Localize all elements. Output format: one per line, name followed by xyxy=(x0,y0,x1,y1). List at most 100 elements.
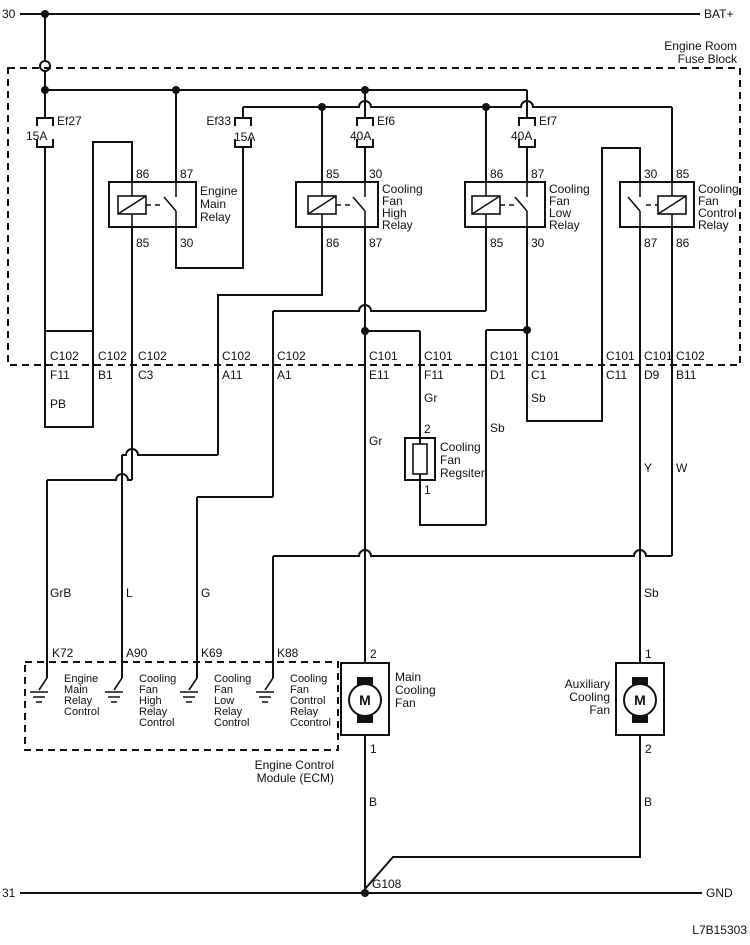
ecm-driver-a90: Cooling Fan High Relay Control xyxy=(105,673,176,729)
wire-e11-branch-to-f11-register xyxy=(365,330,421,444)
wire-color-gr-f11: Gr xyxy=(424,391,437,405)
relay-name-4: Relay xyxy=(698,218,729,232)
ecm-caption-2: Module (ECM) xyxy=(257,771,334,785)
relay-fan-control: 30 85 87 86 Cooling Fan Control Relay xyxy=(619,167,739,250)
relay-pin: 30 xyxy=(369,167,383,181)
relay-pin: 87 xyxy=(531,167,545,181)
wire-color-sb-d1: Sb xyxy=(490,421,505,435)
relay-engine-main: 86 87 85 30 Engine Main Relay xyxy=(108,167,238,250)
terminal-30-label: 30 xyxy=(2,7,16,21)
fuse-name: Ef6 xyxy=(377,114,395,128)
relay-name-4: Relay xyxy=(549,218,580,232)
relay-pin: 87 xyxy=(644,236,658,250)
relay-pin: 30 xyxy=(644,167,658,181)
relay-pin: 85 xyxy=(326,167,340,181)
wire-a11-to-a90 xyxy=(121,448,218,678)
fan-name-1: Auxiliary xyxy=(565,677,610,691)
ecm-pin-label: Cooling xyxy=(139,673,176,685)
connector-pin: A11 xyxy=(222,368,243,382)
fan-name-3: Fan xyxy=(589,703,610,717)
ecm-pin-id: K69 xyxy=(201,646,223,660)
ecm-pin-label: Cooling xyxy=(290,673,327,685)
wire-aux-fan-ground xyxy=(364,735,641,890)
relay-fan-low: 86 87 85 30 Cooling Fan Low Relay xyxy=(464,167,590,250)
junction-dot xyxy=(361,327,369,335)
ecm-pin-label: Main xyxy=(64,684,88,696)
relay-name-1: Cooling xyxy=(549,182,590,196)
junction-dot xyxy=(523,326,531,334)
ground-symbol xyxy=(256,677,274,703)
ground-symbol xyxy=(30,677,48,703)
fuse-rating: 40A xyxy=(511,129,532,143)
relay-name-3: Relay xyxy=(200,210,231,224)
relay-pin: 85 xyxy=(136,236,150,250)
connector-name: C101 xyxy=(424,349,453,363)
ecm-pin-label: Relay xyxy=(290,706,319,718)
ecm-pin-label: Relay xyxy=(214,706,243,718)
connector-name: C101 xyxy=(490,349,519,363)
ecm-pin-label: Fan xyxy=(214,684,233,696)
ecm-pin-id: K72 xyxy=(52,646,74,660)
motor-brush xyxy=(357,715,373,723)
wire-b1-to-main-relay-86 xyxy=(92,141,133,331)
relay-switch xyxy=(627,182,641,227)
connector-name: C102 xyxy=(676,349,705,363)
register-pin-bottom: 1 xyxy=(424,483,431,497)
relay-name-3: Control xyxy=(698,206,737,220)
wire-a1-to-k69 xyxy=(196,496,273,678)
wire-ef33-to-main-relay-30 xyxy=(175,147,244,269)
relay-pin: 30 xyxy=(531,236,545,250)
relay-pin: 87 xyxy=(369,236,383,250)
connector-name: C102 xyxy=(98,349,127,363)
relay-pin: 30 xyxy=(180,236,194,250)
relay-box xyxy=(464,181,546,228)
fuse-name: Ef33 xyxy=(206,114,231,128)
ecm-pin-label: Relay xyxy=(139,706,168,718)
connector-name: C102 xyxy=(138,349,167,363)
junction-dot xyxy=(361,889,369,897)
motor-m: M xyxy=(359,692,371,708)
ecm-pin-label: Control xyxy=(64,706,99,718)
ecm-pin-id: A90 xyxy=(126,646,148,660)
relay-pin: 86 xyxy=(676,236,690,250)
ecm-pin-label: Low xyxy=(214,695,234,707)
relay-coil-slash xyxy=(307,195,337,215)
relay-name-1: Engine xyxy=(200,184,238,198)
connector-pin: A1 xyxy=(277,368,292,382)
register-pin-top: 2 xyxy=(424,422,431,436)
ecm-pin-label: Control xyxy=(290,695,325,707)
bus-coil-feed-lower xyxy=(243,100,672,108)
wire-color-y: Y xyxy=(644,461,652,475)
relay-fan-high: 85 30 86 87 Cooling Fan High Relay xyxy=(295,167,423,250)
fan-pin-top: 2 xyxy=(370,647,377,661)
fan-name-2: Cooling xyxy=(395,683,436,697)
wire-color-b-main: B xyxy=(369,795,377,809)
fuse-rating: 40A xyxy=(350,129,371,143)
relay-name-2: Fan xyxy=(382,194,403,208)
fuse-ef7: Ef7 40A xyxy=(511,114,557,148)
register-box xyxy=(404,437,436,481)
ecm-module: K72 A90 K69 K88 Engine Main Relay Contro… xyxy=(24,646,339,785)
wire-color-sb-aux: Sb xyxy=(644,586,659,600)
wire-color-gr-e11: Gr xyxy=(369,434,382,448)
wire-color-l: L xyxy=(126,586,133,600)
ecm-driver-k72: Engine Main Relay Control xyxy=(30,673,99,718)
relay-coil-slash xyxy=(117,195,147,215)
ecm-outline xyxy=(24,661,339,751)
wire-color-g: G xyxy=(201,586,210,600)
connector-name: C102 xyxy=(222,349,251,363)
relay-name-1: Cooling xyxy=(382,182,423,196)
relay-pin: 85 xyxy=(676,167,690,181)
relay-name-2: Main xyxy=(200,197,226,211)
wire-color-w: W xyxy=(676,461,688,475)
fan-name-3: Fan xyxy=(395,696,416,710)
aux-cooling-fan: 1 M 2 Auxiliary Cooling Fan xyxy=(565,647,665,756)
fuse-rating: 15A xyxy=(26,129,47,143)
register-name-3: Regsiter xyxy=(440,466,485,480)
wire-high-relay-86-to-a11 xyxy=(217,227,323,455)
fan-pin-bottom: 2 xyxy=(645,742,652,756)
wire-color-pb: PB xyxy=(50,397,66,411)
fuse-ef33: Ef33 15A xyxy=(206,114,255,148)
relay-box xyxy=(108,181,197,228)
